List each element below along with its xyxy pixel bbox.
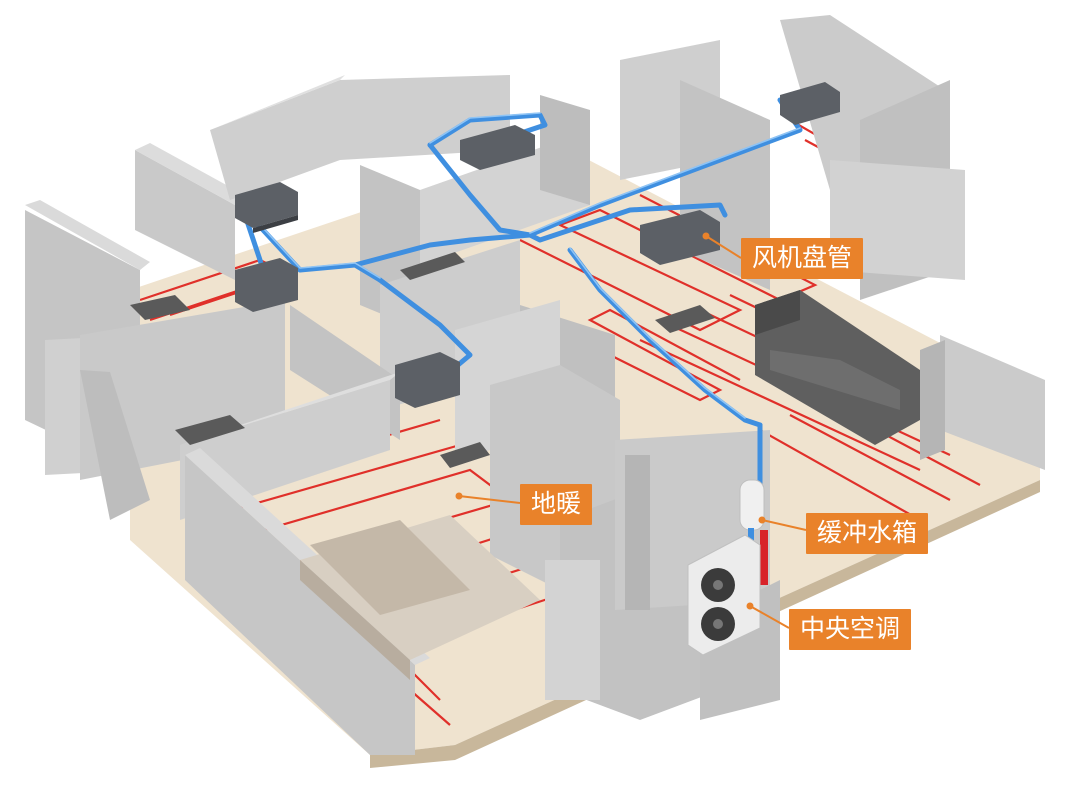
air-grilles bbox=[130, 252, 715, 468]
fan-coil-unit-icon bbox=[235, 82, 840, 408]
floor-heating-label: 地暖 bbox=[520, 484, 593, 525]
refrigerant-ducts-highlight bbox=[239, 112, 801, 419]
walls bbox=[25, 15, 1045, 755]
fan-coil-label: 风机盘管 bbox=[741, 238, 864, 279]
callout-dots bbox=[455, 232, 766, 610]
callout-leaders bbox=[458, 235, 807, 629]
central-ac-label: 中央空调 bbox=[789, 609, 912, 650]
sofa-icon bbox=[755, 290, 920, 445]
bed-icon bbox=[300, 515, 540, 680]
outdoor-unit-icon bbox=[687, 534, 761, 656]
refrigerant-ducts bbox=[237, 97, 803, 513]
buffer-tank-label: 缓冲水箱 bbox=[806, 513, 929, 554]
